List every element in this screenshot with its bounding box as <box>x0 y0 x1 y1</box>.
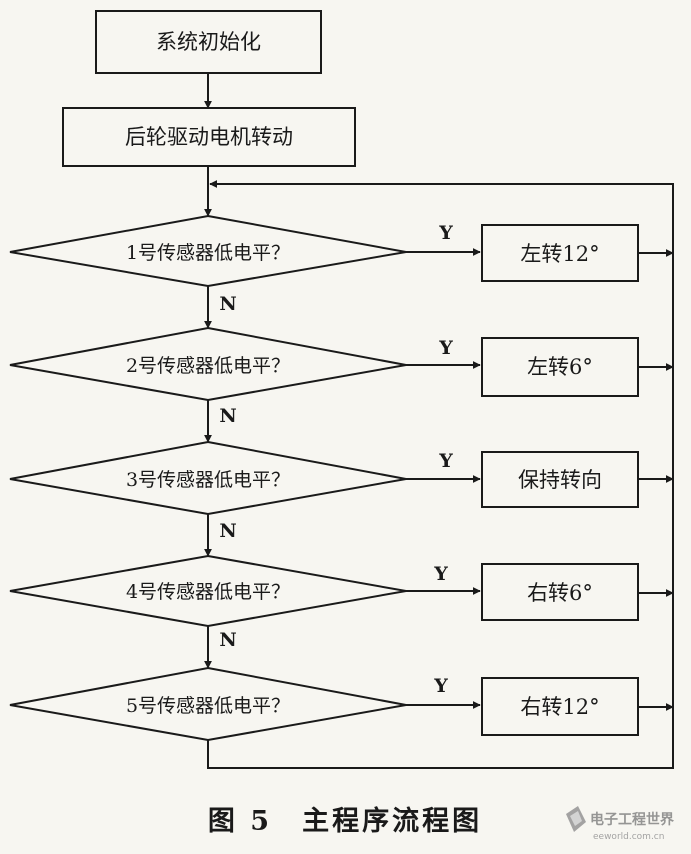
action-5-box <box>481 677 639 736</box>
decision-4-diamond <box>9 554 407 628</box>
figure-caption: 图 5 主程序流程图 <box>208 805 482 837</box>
action-2-label: 左转6° <box>527 355 593 379</box>
decision-4: 4号传感器低电平？ <box>9 554 407 628</box>
no-label-4: N <box>219 629 236 651</box>
start-box <box>95 10 322 74</box>
action-2: 左转6° <box>481 337 639 397</box>
decision-5: 5号传感器低电平？ <box>9 666 407 742</box>
no-label-3: N <box>219 520 236 542</box>
decision-3: 3号传感器低电平？ <box>9 440 407 516</box>
yes-label-3: Y <box>438 450 453 472</box>
action-4: 右转6° <box>481 563 639 621</box>
yes-label-1: Y <box>438 222 453 244</box>
yes-label-2: Y <box>438 337 453 359</box>
decision-5-label: 5号传感器低电平？ <box>126 695 290 717</box>
action-4-label: 右转6° <box>527 581 593 605</box>
decision-2-diamond <box>9 326 407 402</box>
drive-box <box>62 107 356 167</box>
action-2-box <box>481 337 639 397</box>
action-3: 保持转向 <box>481 451 639 508</box>
action-4-box <box>481 563 639 621</box>
decision-2: 2号传感器低电平？ <box>9 326 407 402</box>
decision-1-label: 1号传感器低电平？ <box>126 242 290 264</box>
decision-1-diamond <box>9 214 407 288</box>
start-box-label: 系统初始化 <box>156 30 261 54</box>
action-3-box <box>481 451 639 508</box>
drive-box-label: 后轮驱动电机转动 <box>125 125 293 149</box>
no-label-1: N <box>219 293 236 315</box>
action-5: 右转12° <box>481 677 639 736</box>
decision-2-label: 2号传感器低电平？ <box>126 355 290 377</box>
decision-3-diamond <box>9 440 407 516</box>
decision-1: 1号传感器低电平？ <box>9 214 407 288</box>
action-1: 左转12° <box>481 224 639 282</box>
watermark: 电子工程世界 eeworld.com.cn <box>566 806 675 842</box>
action-1-label: 左转12° <box>520 242 599 266</box>
watermark-brand: 电子工程世界 <box>590 811 675 828</box>
decision-4-label: 4号传感器低电平？ <box>126 581 290 603</box>
yes-label-4: Y <box>433 563 448 585</box>
no-label-2: N <box>219 405 236 427</box>
loop-back-line <box>207 183 674 769</box>
watermark-logo-icon <box>566 806 586 832</box>
action-1-box <box>481 224 639 282</box>
yes-label-5: Y <box>433 675 448 697</box>
watermark-site: eeworld.com.cn <box>593 832 664 842</box>
action-3-label: 保持转向 <box>518 468 602 492</box>
connector-lines <box>204 73 674 769</box>
decision-5-diamond <box>9 666 407 742</box>
action-5-label: 右转12° <box>520 695 599 719</box>
decision-3-label: 3号传感器低电平？ <box>126 469 290 491</box>
